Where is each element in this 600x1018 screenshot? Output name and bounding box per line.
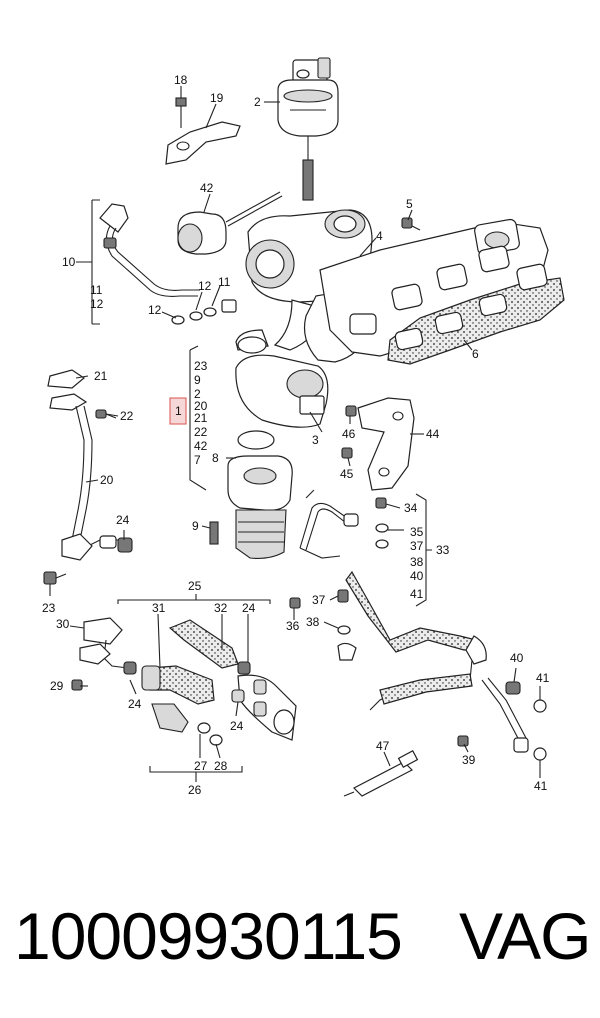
group-23: 23 bbox=[194, 359, 208, 373]
vacuum-pipe bbox=[289, 497, 547, 761]
turbocharger bbox=[235, 209, 373, 428]
label-45: 45 bbox=[340, 467, 354, 481]
label-22: 22 bbox=[120, 409, 134, 423]
heat-shield-42 bbox=[177, 191, 283, 255]
label-24: 24 bbox=[116, 513, 130, 527]
label-24: 24 bbox=[242, 601, 256, 615]
sealant-tube bbox=[343, 750, 419, 797]
coolant-hose-group bbox=[71, 617, 297, 746]
highlight-box-part-1 bbox=[169, 397, 187, 425]
label-39: 39 bbox=[462, 753, 476, 767]
exhaust-manifold bbox=[319, 218, 565, 365]
part-number: 1000993011​5 bbox=[14, 899, 403, 973]
label-41: 41 bbox=[536, 671, 550, 685]
vacuum-actuator bbox=[277, 57, 339, 201]
label-23: 23 bbox=[42, 601, 56, 615]
label-11: 11 bbox=[90, 283, 103, 297]
label-29: 29 bbox=[50, 679, 64, 693]
bolt-5 bbox=[401, 217, 421, 231]
label-40: 40 bbox=[510, 651, 524, 665]
exploded-parts-diagram: 18 19 2 42 5 4 10 11 12 12 12 11 6 21 22… bbox=[42, 57, 565, 797]
label-37: 37 bbox=[312, 593, 326, 607]
label-24: 24 bbox=[230, 719, 244, 733]
group-9: 9 bbox=[194, 373, 201, 387]
label-46: 46 bbox=[342, 427, 356, 441]
label-28: 28 bbox=[214, 759, 228, 773]
label-24: 24 bbox=[128, 697, 142, 711]
label-12: 12 bbox=[148, 303, 162, 317]
label-38: 38 bbox=[306, 615, 320, 629]
oil-return-line bbox=[43, 369, 133, 585]
label-36: 36 bbox=[286, 619, 300, 633]
callout-labels: 18 19 2 42 5 4 10 11 12 12 12 11 6 21 22… bbox=[42, 73, 550, 797]
label-33: 33 bbox=[436, 543, 450, 557]
label-5: 5 bbox=[406, 197, 413, 211]
label-25: 25 bbox=[188, 579, 202, 593]
label-8: 8 bbox=[212, 451, 219, 465]
group-2: 2 bbox=[194, 387, 201, 401]
label-19: 19 bbox=[210, 91, 224, 105]
leader-lines bbox=[49, 86, 541, 782]
label-12: 12 bbox=[198, 279, 212, 293]
label-31: 31 bbox=[152, 601, 166, 615]
label-18: 18 bbox=[174, 73, 188, 87]
label-34: 34 bbox=[404, 501, 418, 515]
brand-name: VAG bbox=[459, 899, 591, 973]
group-21: 21 bbox=[194, 411, 208, 425]
group-20: 20 bbox=[194, 399, 208, 413]
label-11: 11 bbox=[218, 275, 231, 289]
label-3: 3 bbox=[312, 433, 319, 447]
label-35: 35 bbox=[410, 525, 424, 539]
label-10: 10 bbox=[62, 255, 76, 269]
label-4: 4 bbox=[376, 229, 383, 243]
main-part-label: 1 bbox=[175, 404, 182, 418]
label-21: 21 bbox=[94, 369, 108, 383]
label-40: 40 bbox=[410, 569, 424, 583]
label-26: 26 bbox=[188, 783, 202, 797]
label-9: 9 bbox=[192, 519, 199, 533]
label-2: 2 bbox=[254, 95, 261, 109]
label-30: 30 bbox=[56, 617, 70, 631]
label-41: 41 bbox=[410, 587, 424, 601]
label-44: 44 bbox=[426, 427, 440, 441]
label-41: 41 bbox=[534, 779, 548, 793]
label-32: 32 bbox=[214, 601, 228, 615]
label-20: 20 bbox=[100, 473, 114, 487]
label-12: 12 bbox=[90, 297, 104, 311]
label-42: 42 bbox=[200, 181, 214, 195]
label-37: 37 bbox=[410, 539, 424, 553]
group-42: 42 bbox=[194, 439, 208, 453]
label-47: 47 bbox=[376, 739, 390, 753]
label-27: 27 bbox=[194, 759, 208, 773]
label-6: 6 bbox=[472, 347, 479, 361]
outlet-flange bbox=[209, 430, 293, 559]
oil-supply-line bbox=[99, 203, 237, 325]
label-38: 38 bbox=[410, 555, 424, 569]
group-7: 7 bbox=[194, 453, 201, 467]
support-bracket bbox=[341, 397, 415, 491]
heat-shield-bracket bbox=[165, 97, 241, 165]
group-22: 22 bbox=[194, 425, 208, 439]
